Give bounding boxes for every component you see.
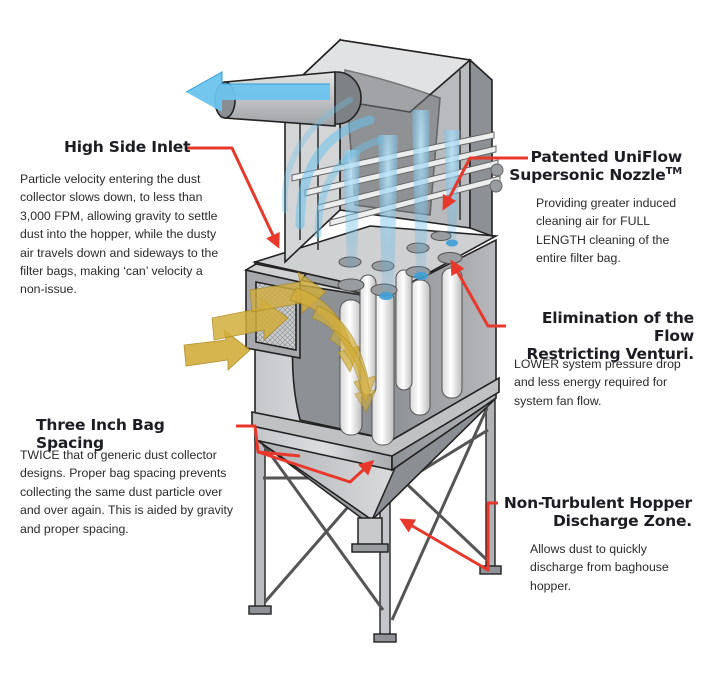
callout-title-line1: Non-Turbulent Hopper [503,494,692,512]
callout-title-line2: Restricting Venturi. [526,345,695,363]
cleaning-air-jets [343,110,460,300]
callout-body: Particle velocity entering the dust coll… [20,172,219,297]
callout-title: Patented UniFlow Supersonic NozzleTM [500,148,682,184]
clean-air-outlet-arrow [185,71,330,112]
callout-title-line2: Discharge Zone. [552,512,692,530]
callout-title-line1: Elimination of the Flow [541,309,694,345]
callout-venturi: Elimination of the Flow Restricting Vent… [500,309,695,363]
callout-title: High Side Inlet [64,138,191,156]
leader-high-side-inlet [186,146,280,249]
callout-body: TWICE that of generic dust collector des… [20,448,234,536]
callout-title: Elimination of the Flow Restricting Vent… [500,309,695,363]
callout-high-side-inlet-body: Particle velocity entering the dust coll… [20,170,228,299]
callout-title-line1: Patented UniFlow [530,148,683,166]
leader-venturi [450,259,506,328]
callout-bag-spacing-body: TWICE that of generic dust collector des… [20,446,238,538]
callout-nozzle-body: Providing greater induced cleaning air f… [536,194,696,268]
leader-bag-spacing-branch [257,450,301,458]
callout-title: Three Inch Bag Spacing [36,416,165,452]
callout-body: LOWER system pressure drop and less ener… [514,357,681,408]
callout-body: Providing greater induced cleaning air f… [536,196,677,266]
callout-high-side-inlet: High Side Inlet [64,138,264,156]
dusty-air-inflow [183,271,377,413]
callout-body: Allows dust to quickly discharge from ba… [530,542,669,593]
leader-hopper [399,501,498,572]
callout-venturi-body: LOWER system pressure drop and less ener… [514,355,698,410]
callout-hopper: Non-Turbulent Hopper Discharge Zone. [496,494,692,530]
leader-nozzle [442,156,528,211]
trademark-mark: TM [665,165,683,177]
callout-leaders [186,146,528,572]
callout-nozzle: Patented UniFlow Supersonic NozzleTM [500,148,682,184]
callout-bag-spacing: Three Inch Bag Spacing [36,416,236,452]
callout-hopper-body: Allows dust to quickly discharge from ba… [530,540,670,595]
callout-title: Non-Turbulent Hopper Discharge Zone. [496,494,692,530]
callout-title-line2: Supersonic Nozzle [509,166,666,184]
clean-air-flow [281,97,384,239]
